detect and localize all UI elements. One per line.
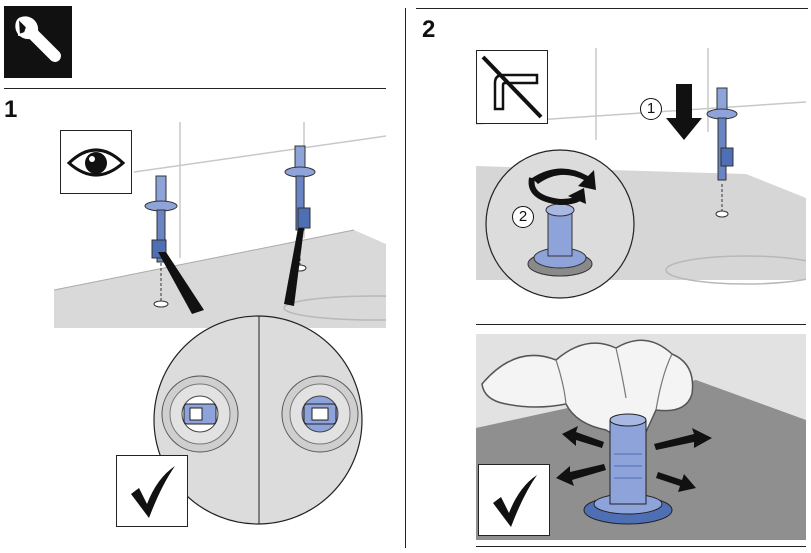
inspect-panel [60,130,132,194]
right-section-rule [476,324,806,325]
mounting-bolt-right [284,145,316,272]
column-divider [405,8,406,548]
right-header-rule [416,8,808,9]
twist-rotation-arrow [532,168,596,190]
step-number-2: 2 [422,16,436,43]
hand-illustration [481,339,694,439]
bolt-detail-right [281,375,359,453]
mounting-bolt-left [144,175,178,308]
adjust-direction-arrows [556,426,712,492]
checkmark-icon [493,475,537,527]
right-bottom-rule [476,546,806,547]
no-allen-key-icon [481,55,543,119]
callout-1: 1 [640,98,662,120]
eye-icon [66,148,126,177]
left-header-rule [4,88,386,89]
bolt-detail-left [161,375,239,453]
callout-2-label: 2 [518,208,528,225]
detail-magnifier [153,315,363,525]
step-number-1: 1 [4,96,18,123]
adjustable-foot [583,413,673,525]
callout-1-label: 1 [646,100,656,117]
step-2-install-illustration [476,48,806,326]
worktop-surface [54,230,386,328]
no-tool-panel [476,50,548,124]
callout-2: 2 [512,206,534,228]
ok-panel-step-2 [478,464,550,536]
checkmark-icon [131,466,175,518]
step-1-illustration [54,118,386,528]
tools-required-panel [4,6,72,78]
insert-down-arrow [666,84,702,140]
wrench-icon [15,16,61,62]
ok-panel-step-1 [116,455,188,527]
mounting-bolt-install [706,87,738,218]
